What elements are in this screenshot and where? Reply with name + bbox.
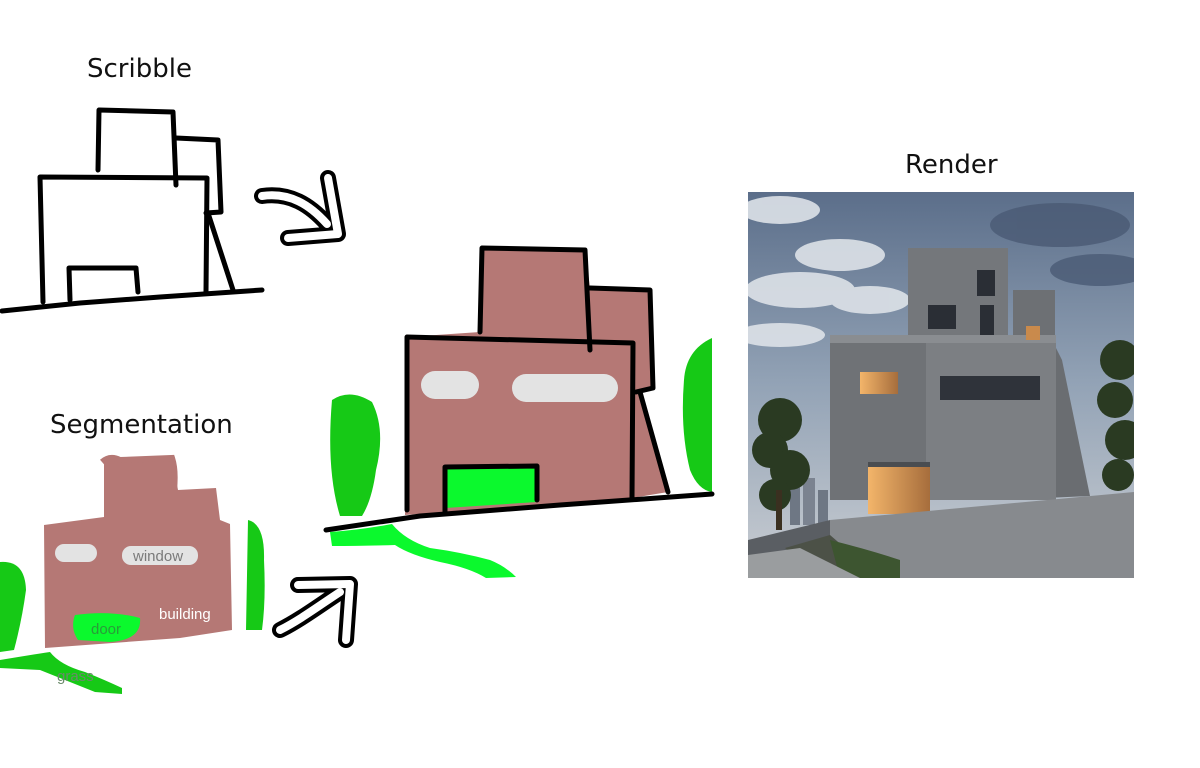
- seg-label-grass: grass: [57, 668, 94, 685]
- segmentation-title: Segmentation: [50, 410, 233, 440]
- arrow-right-down-icon: [254, 170, 346, 246]
- arrow-right-up-icon: [272, 576, 358, 648]
- seg-label-window: window: [132, 548, 183, 565]
- seg-label-building: building: [159, 606, 211, 623]
- segmentation-map: [0, 454, 265, 694]
- combined-sketch: [323, 245, 715, 578]
- seg-label-door: door: [91, 621, 121, 638]
- render-image: [748, 192, 1134, 578]
- scribble-title: Scribble: [87, 54, 192, 84]
- render-title: Render: [905, 150, 998, 180]
- scribble-sketch: [0, 107, 265, 314]
